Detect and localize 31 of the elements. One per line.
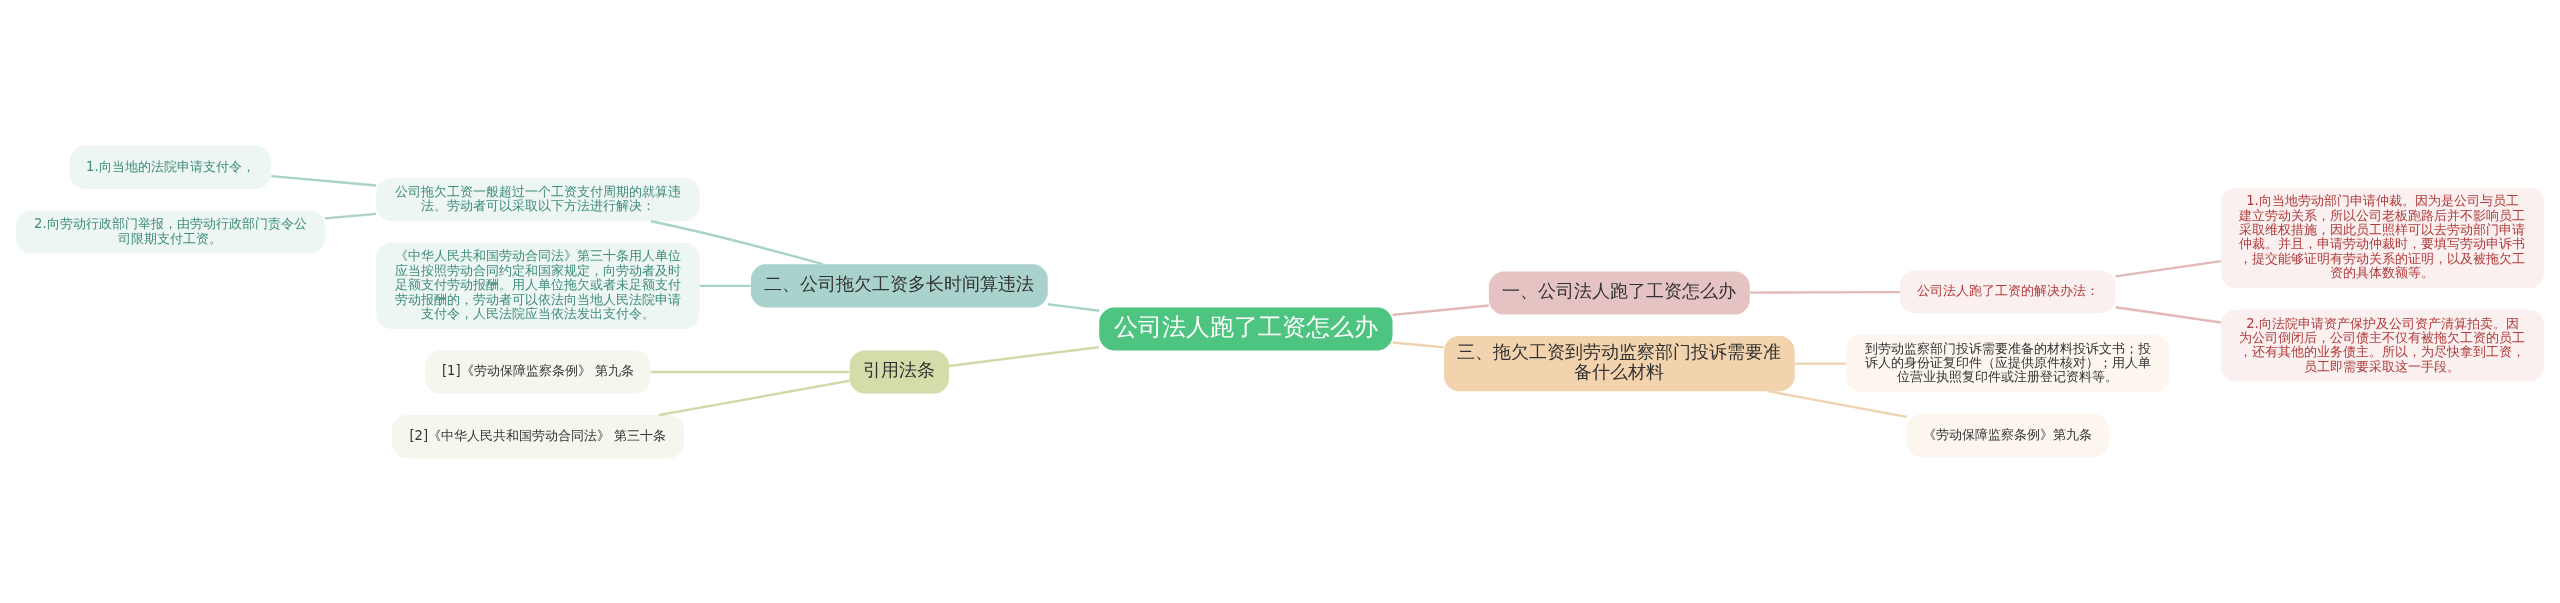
node-box: 公司法人跑了工资的解决办法： [1900, 269, 2116, 313]
node-box: 2.向劳动行政部门举报，由劳动行政部门责令公司限期支付工资。 [15, 209, 325, 253]
connector [324, 212, 377, 220]
node-box: 三、拖欠工资到劳动监察部门投诉需要准备什么材料 [1444, 335, 1795, 391]
connector [2115, 259, 2221, 278]
connector [650, 219, 824, 265]
node-box: 《中华人民共和国劳动合同法》第三十条用人单位应当按照劳动合同约定和国家规定，向劳动者及时足额支付劳动报酬。用人单位拖欠或者未足额支付劳动报酬的，劳动者可以依法向当地人民法院申请支付令，人民法院应当依法发出支付令。 [376, 242, 700, 329]
connector [1392, 340, 1444, 349]
connector [948, 345, 1100, 367]
node-box: 2.向法院申请资产保护及公司资产清算拍卖。因为公司倒闭后，公司债主不仅有被拖欠工资的员工，还有其他的业务债主。所以，为尽快拿到工资，员工即需要采取这一手段。 [2220, 309, 2545, 382]
node-box: 引用法条 [849, 350, 949, 394]
node-box: 二、公司拖欠工资多长时间算违法 [750, 263, 1048, 307]
connector [650, 370, 850, 373]
connector [1392, 303, 1489, 316]
node-box: 到劳动监察部门投诉需要准备的材料投诉文书；投诉人的身份证复印件（应提供原件核对）；用人单位营业执照复印件或注册登记资料等。 [1846, 334, 2170, 392]
connector [1047, 302, 1100, 312]
node-box: [2]《中华人民共和国劳动合同法》 第三十条 [391, 414, 684, 458]
connector [1750, 290, 1900, 294]
node-box: 一、公司法人跑了工资怎么办 [1488, 271, 1750, 315]
connector [699, 284, 751, 287]
node-box: 公司拖欠工资一般超过一个工资支付周期的就算违法。劳动者可以采取以下方法进行解决： [376, 177, 700, 221]
connector [2115, 305, 2221, 324]
node-box: [1]《劳动保障监察条例》 第九条 [425, 350, 651, 394]
connector [271, 174, 377, 187]
node-box: 1.向当地的法院申请支付令， [69, 145, 271, 189]
connector [1768, 389, 1907, 418]
connector [1794, 361, 1846, 365]
node-box: 公司法人跑了工资怎么办 [1099, 306, 1393, 350]
node-box: 1.向当地劳动部门申请仲裁。因为是公司与员工建立劳动关系，所以公司老板跑路后并不影响员工采取维权措施，因此员工照样可以去劳动部门申请仲裁。并且，申请劳动仲裁时，要填写劳动申诉书，提交能够证明有劳动关系的证明，以及被拖欠工资的具体数额等。 [2220, 187, 2545, 288]
connector [658, 379, 850, 416]
node-box: 《劳动保障监察条例》第九条 [1906, 413, 2109, 457]
